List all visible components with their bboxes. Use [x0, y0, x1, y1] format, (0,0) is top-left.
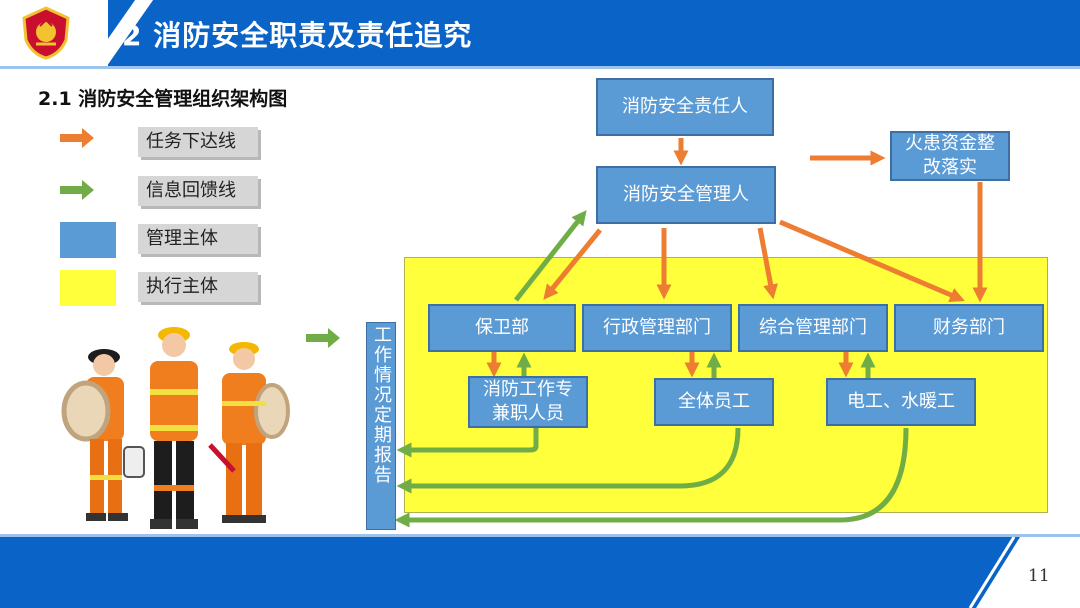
fire-staff-box: 消防工作专兼职人员: [468, 376, 588, 428]
general-mgmt-dept-box: 综合管理部门: [738, 304, 888, 352]
firefighter-left: [61, 349, 128, 521]
admin-dept-box: 行政管理部门: [582, 304, 732, 352]
footer-line: [0, 534, 1080, 537]
legend-task-label: 任务下达线: [138, 127, 258, 157]
finance-dept-box: 财务部门: [894, 304, 1044, 352]
fire-safety-responsible-box: 消防安全责任人: [596, 78, 774, 136]
periodic-report-label: 工作情况定期报告: [371, 325, 392, 485]
fire-safety-manager-box: 消防安全管理人: [596, 166, 776, 224]
orange-arrow-icon: [60, 128, 94, 148]
title-underline: [0, 66, 1080, 69]
legend-yellow-swatch: [60, 270, 116, 306]
title-bar: [0, 0, 1080, 66]
page-title: 2 消防安全职责及责任追究: [122, 19, 473, 52]
firefighter-right: [208, 342, 290, 523]
all-staff-box: 全体员工: [654, 378, 774, 426]
footer-slash: [968, 537, 1080, 608]
section-subtitle: 2.1 消防安全管理组织架构图: [38, 88, 288, 110]
periodic-report-box: 工作情况定期报告: [366, 322, 396, 530]
legend-feedback-label: 信息回馈线: [138, 176, 258, 206]
footer-bar: [0, 537, 1080, 608]
page-number: 11: [1028, 566, 1050, 586]
legend-exec-label: 执行主体: [138, 272, 258, 302]
hazard-fund-box: 火患资金整改落实: [890, 131, 1010, 181]
green-arrow-icon: [60, 180, 94, 200]
security-dept-box: 保卫部: [428, 304, 576, 352]
firefighters-illustration: [61, 327, 290, 529]
green-arrow-icon: [306, 328, 340, 348]
firefighter-middle: [123, 327, 198, 529]
electrician-plumber-box: 电工、水暖工: [826, 378, 976, 426]
legend-blue-swatch: [60, 222, 116, 258]
legend-manage-label: 管理主体: [138, 224, 258, 254]
fire-rescue-emblem-icon: [22, 6, 70, 60]
